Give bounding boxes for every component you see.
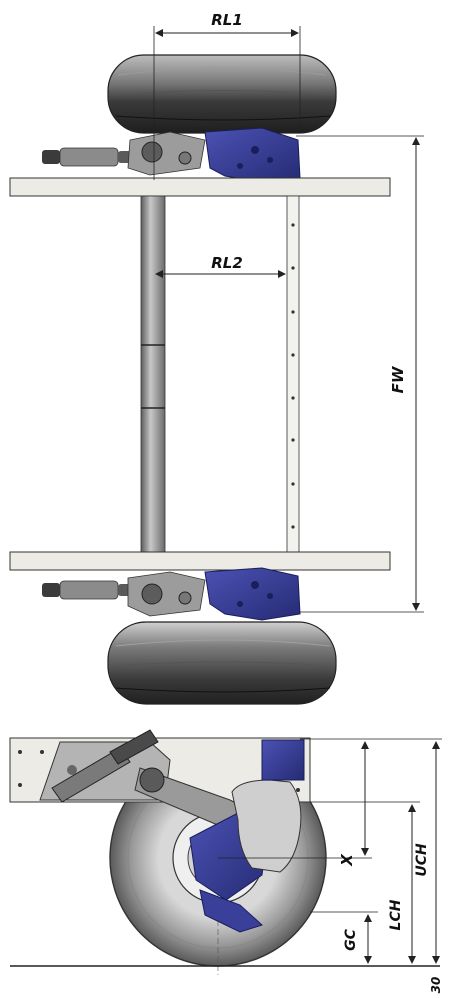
shock-absorber-icon xyxy=(51,729,159,803)
rl1-dimension: RL1 xyxy=(153,11,301,180)
fw-label: FW xyxy=(389,365,407,393)
bottom-tire xyxy=(107,621,337,705)
top-suspension-assembly xyxy=(42,127,301,183)
axle-tube xyxy=(140,195,166,553)
side-view: X GC LCH UCH 30 xyxy=(9,729,443,994)
air-spring-icon xyxy=(231,739,305,873)
tire-icon xyxy=(107,54,337,134)
lch-dimension: LCH xyxy=(310,801,420,964)
bottom-blue-bracket xyxy=(204,567,301,621)
tire-icon xyxy=(107,621,337,705)
page-number: 30 xyxy=(429,977,443,994)
top-tire xyxy=(107,54,337,134)
lch-label: LCH xyxy=(388,899,404,930)
top-blue-bracket xyxy=(204,127,301,183)
fw-dimension: FW xyxy=(296,135,424,613)
uch-label: UCH xyxy=(414,843,430,877)
shock-absorber-icon xyxy=(42,147,140,167)
top-frame-rail xyxy=(9,177,391,197)
rl2-label: RL2 xyxy=(211,254,243,272)
shock-absorber-icon xyxy=(42,580,140,600)
x-dimension: X xyxy=(218,738,372,867)
cross-member xyxy=(286,195,300,553)
gc-dimension: GC xyxy=(310,911,378,964)
bottom-frame-rail xyxy=(9,551,391,571)
gc-label: GC xyxy=(343,928,359,950)
rl1-label: RL1 xyxy=(211,11,243,29)
bottom-suspension-assembly xyxy=(42,567,301,621)
rl2-dimension: RL2 xyxy=(155,254,286,278)
uch-dimension: UCH xyxy=(372,738,442,964)
x-label: X xyxy=(338,853,356,867)
top-view: RL1 RL2 FW xyxy=(9,11,424,705)
